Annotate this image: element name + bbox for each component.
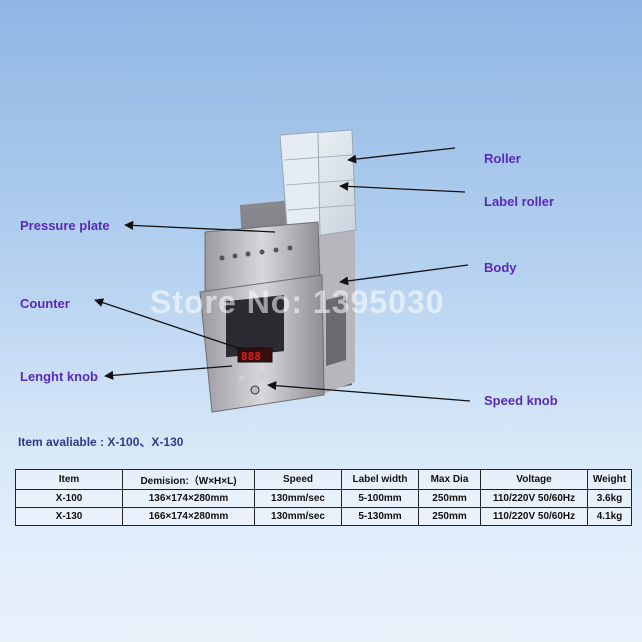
item-availability: Item avaliable : X-100、X-130 <box>18 435 184 449</box>
cell-item: X-130 <box>15 507 123 526</box>
header-speed: Speed <box>254 469 342 490</box>
cell-label-width: 5-100mm <box>341 489 419 508</box>
machine-diagram: 888 <box>94 129 471 413</box>
header-label-width: Label width <box>341 469 419 490</box>
callout-label-roller: Label roller <box>484 194 555 209</box>
cell-label-width: 5-130mm <box>341 507 419 526</box>
body-arrow <box>339 264 469 286</box>
header-max-dia: Max Dia <box>418 469 481 490</box>
header-item: Item <box>15 469 123 490</box>
cell-voltage: 110/220V 50/60Hz <box>480 489 588 508</box>
header-voltage: Voltage <box>480 469 588 490</box>
spec-table: Item Demision:（W×H×L) Speed Label width … <box>15 469 632 526</box>
counter-arrow <box>94 298 251 353</box>
spec-table-header: Item Demision:（W×H×L) Speed Label width … <box>15 469 632 490</box>
table-row: X-130 166×174×280mm 130mm/sec 5-130mm 25… <box>15 507 632 526</box>
header-dimension: Demision:（W×H×L) <box>122 469 255 490</box>
header-weight: Weight <box>587 469 632 490</box>
length-knob-arrow <box>104 365 233 380</box>
pressure-plate-arrow <box>124 220 276 233</box>
callout-length-knob: Lenght knob <box>20 369 98 384</box>
label-roller-arrow <box>339 181 466 193</box>
cell-weight: 3.6kg <box>587 489 632 508</box>
callout-speed-knob: Speed knob <box>484 393 558 408</box>
cell-speed: 130mm/sec <box>254 489 342 508</box>
callout-body: Body <box>484 260 517 275</box>
cell-voltage: 110/220V 50/60Hz <box>480 507 588 526</box>
store-watermark: Store No: 1395030 <box>150 284 445 320</box>
cell-item: X-100 <box>15 489 123 508</box>
callout-counter: Counter <box>20 296 70 311</box>
speed-knob-arrow <box>267 381 471 402</box>
cell-dimension: 136×174×280mm <box>122 489 255 508</box>
svg-text:888: 888 <box>241 350 261 363</box>
cell-speed: 130mm/sec <box>254 507 342 526</box>
label-dispenser-machine: 888 <box>199 129 357 413</box>
cell-max-dia: 250mm <box>418 507 481 526</box>
roller-arrow <box>347 147 456 164</box>
table-row: X-100 136×174×280mm 130mm/sec 5-100mm 25… <box>15 489 632 508</box>
cell-max-dia: 250mm <box>418 489 481 508</box>
callout-roller: Roller <box>484 151 521 166</box>
cell-weight: 4.1kg <box>587 507 632 526</box>
cell-dimension: 166×174×280mm <box>122 507 255 526</box>
callout-pressure-plate: Pressure plate <box>20 218 110 233</box>
callout-arrows <box>94 147 471 402</box>
